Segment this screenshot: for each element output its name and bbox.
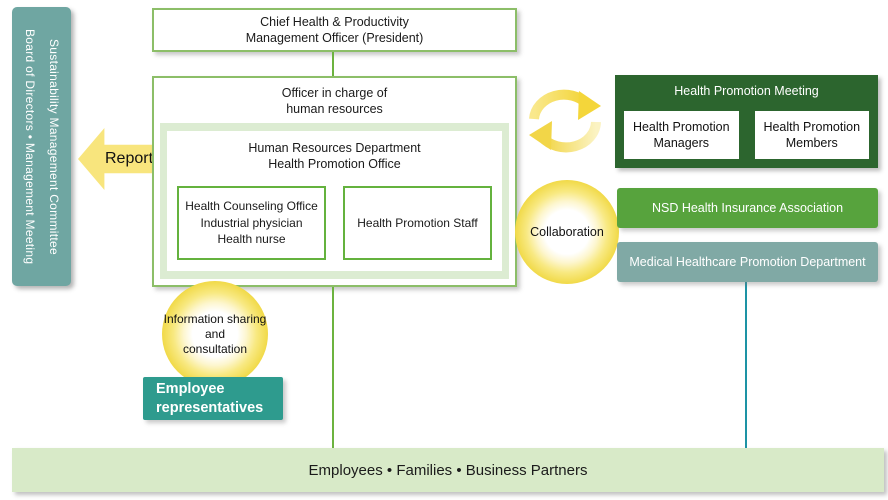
info-line2: and [204, 326, 226, 341]
report-label: Report [104, 150, 154, 167]
nsd-insurance-box: NSD Health Insurance Association [617, 188, 878, 228]
members-line2: Members [785, 136, 838, 150]
committee-bar-line1: Sustainability Management Committee [47, 38, 61, 255]
promotion-members-box: Health Promotion Members [754, 111, 869, 159]
collaboration-label: Collaboration [530, 225, 604, 239]
employee-line1: Employee [156, 380, 225, 397]
chief-officer-line1: Chief Health & Productivity [260, 14, 409, 29]
officer-hr-box: Officer in charge of human resources Hum… [152, 76, 517, 287]
employees-families-partners-bar: Employees • Families • Business Partners [12, 448, 884, 492]
committee-bar-line2: Board of Directors • Management Meeting [23, 28, 37, 265]
hr-sub-boxes-row: Health Counseling Office Industrial phys… [177, 186, 492, 260]
meeting-title: Health Promotion Meeting [674, 84, 819, 98]
employee-line2: representatives [156, 399, 264, 416]
information-sharing-circle: Information sharing and consultation [162, 281, 268, 387]
officer-title: Officer in charge of human resources [154, 78, 515, 118]
chief-officer-line2: Management Officer (President) [245, 31, 424, 45]
managers-line1: Health Promotion [632, 120, 730, 134]
cycle-arrows-svg [529, 89, 601, 153]
counseling-line1: Health Counseling Office [185, 199, 318, 214]
staff-label: Health Promotion Staff [357, 215, 478, 230]
info-line1: Information sharing [163, 311, 267, 326]
health-counseling-box: Health Counseling Office Industrial phys… [177, 186, 326, 260]
bottom-bar-label: Employees • Families • Business Partners [308, 461, 588, 479]
health-promotion-staff-box: Health Promotion Staff [343, 186, 492, 260]
counseling-line3: Health nurse [217, 232, 286, 247]
report-arrow-icon: Report [78, 128, 158, 190]
connector-medical-to-employees [745, 282, 747, 448]
sustainability-committee-bar: Sustainability Management Committee Boar… [12, 7, 71, 286]
medical-label: Medical Healthcare Promotion Department [629, 255, 866, 269]
employee-representatives-box: Employee representatives [143, 377, 283, 420]
info-line3: consultation [182, 341, 248, 356]
connector-officer-to-employees [332, 287, 334, 448]
hr-promotion-inner: Human Resources Department Health Promot… [167, 131, 502, 271]
nsd-label: NSD Health Insurance Association [651, 201, 844, 215]
managers-line2: Managers [653, 136, 710, 150]
medical-healthcare-box: Medical Healthcare Promotion Department [617, 242, 878, 282]
members-line1: Health Promotion [763, 120, 861, 134]
hr-office-line1: Human Resources Department [248, 141, 421, 155]
cycle-arrows-icon [524, 84, 606, 156]
officer-title-line1: Officer in charge of [281, 86, 388, 100]
hr-promotion-panel: Human Resources Department Health Promot… [160, 123, 509, 279]
health-promotion-meeting-box: Health Promotion Meeting Health Promotio… [615, 75, 878, 168]
chief-officer-box: Chief Health & Productivity Management O… [152, 8, 517, 52]
promotion-managers-box: Health Promotion Managers [624, 111, 739, 159]
meeting-sub-row: Health Promotion Managers Health Promoti… [624, 111, 869, 159]
collaboration-circle: Collaboration [515, 180, 619, 284]
hr-office-title: Human Resources Department Health Promot… [167, 131, 502, 173]
connector-chief-to-officer [332, 52, 334, 76]
hr-office-line2: Health Promotion Office [268, 157, 401, 172]
counseling-line2: Industrial physician [200, 215, 303, 230]
officer-title-line2: human resources [286, 102, 383, 117]
